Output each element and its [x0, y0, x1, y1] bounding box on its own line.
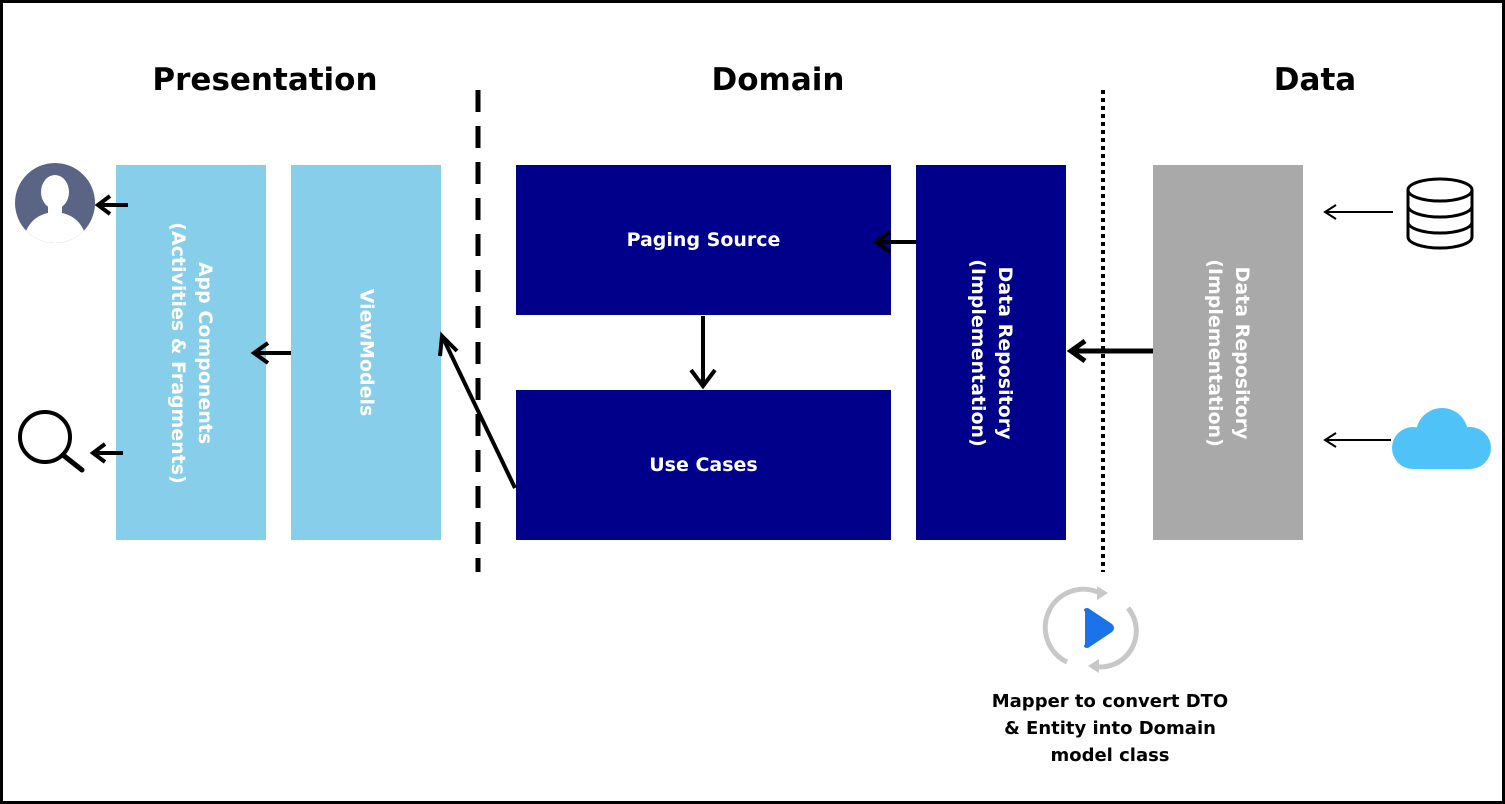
- user-avatar-icon: [15, 163, 95, 243]
- paging-source-box: Paging Source: [516, 165, 891, 315]
- datarepo-to-domainrepo-arrow: [1066, 338, 1153, 364]
- search-icon: [18, 410, 85, 473]
- sync-play-icon: [1042, 586, 1139, 673]
- app-to-search-arrow: [89, 442, 123, 464]
- cloud-to-repo-arrow: [1323, 432, 1391, 448]
- mapper-caption-line2: & Entity into Domain: [1004, 718, 1216, 739]
- database-icon: [1406, 177, 1474, 250]
- data-repository-box: Data Repository (Implementation): [1153, 165, 1303, 540]
- app-components-box: App Components (Activities & Fragments): [116, 165, 266, 540]
- paging-to-usecases-arrow: [689, 316, 717, 390]
- domain-data-repository-box: Data Repository (Implementation): [916, 165, 1066, 540]
- viewmodels-to-appcomponents-arrow: [250, 341, 291, 365]
- use-cases-box: Use Cases: [516, 390, 891, 540]
- mapper-caption-line3: model class: [1050, 745, 1170, 766]
- usecases-to-viewmodels-arrow: [438, 331, 517, 489]
- presentation-heading: Presentation: [152, 62, 378, 98]
- repo-to-paging-arrow: [872, 230, 916, 254]
- mapper-caption: Mapper to convert DTO & Entity into Doma…: [985, 688, 1235, 769]
- use-cases-label: Use Cases: [649, 454, 758, 476]
- domain-heading: Domain: [711, 62, 845, 98]
- data-heading: Data: [1273, 62, 1357, 98]
- viewmodels-box: ViewModels: [291, 165, 441, 540]
- mapper-caption-line1: Mapper to convert DTO: [991, 691, 1229, 712]
- cloud-icon: [1392, 408, 1491, 469]
- paging-source-label: Paging Source: [626, 229, 781, 251]
- app-to-user-arrow: [94, 194, 128, 216]
- database-to-repo-arrow: [1323, 204, 1393, 220]
